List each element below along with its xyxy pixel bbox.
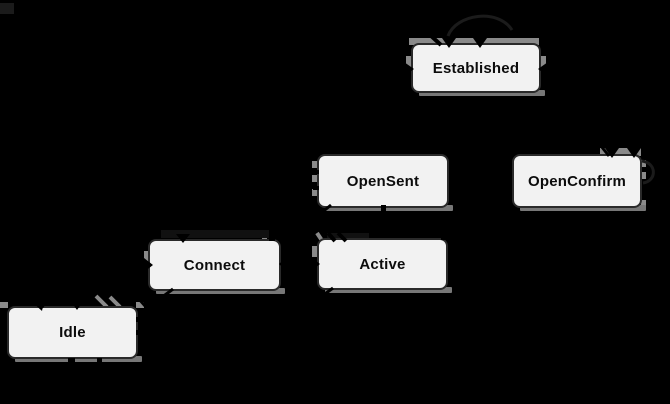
state-box-active: [317, 238, 448, 290]
arrowhead-into-openconfirm-top-1: [605, 148, 619, 158]
arrowhead-into-established-top-2: [473, 38, 487, 48]
faint-corner-blot: [0, 3, 14, 14]
arrow-slash-openconfirm-top: [599, 145, 611, 157]
arrow-shadow-opensent-left-2: [312, 175, 318, 182]
arrow-tick-idle-bottom-1: [68, 358, 75, 363]
arrow-notch-opensent-bottom: [381, 205, 386, 212]
arrow-shadow-band-openconfirm-top: [600, 148, 641, 156]
arrowhead-into-active-left: [311, 257, 320, 271]
arrow-shadow-openconfirm-right-2: [641, 172, 646, 179]
state-box-connect: [148, 239, 281, 291]
arrowhead-into-established-top-1: [442, 38, 456, 48]
arrow-tick-idle-right-2: [136, 330, 142, 335]
arrow-shadow-established-left: [406, 56, 412, 70]
arrow-diag-active-bottom: [317, 286, 334, 301]
arrow-shadow-openconfirm-right-1: [641, 160, 646, 167]
faint-band-opensent-active-gap: [327, 233, 369, 240]
arrow-shadow-opensent-left-3: [312, 189, 318, 196]
arrow-shadow-established-right: [541, 56, 546, 70]
arrow-tick-idle-bottom-2: [97, 358, 102, 363]
arrow-tick-connect-top: [269, 235, 275, 241]
arrowhead-fragments-layer: [29, 32, 641, 363]
state-boxes-layer: [7, 43, 646, 362]
arrow-tick-idle-right-1: [136, 317, 142, 322]
arrow-shadow-opensent-left-1: [312, 161, 318, 168]
state-box-established: [411, 43, 541, 93]
arrow-slash-idle-top: [29, 294, 45, 310]
state-box-opensent: [317, 154, 449, 208]
arrow-slash-active-top-2: [336, 231, 348, 243]
arrow-diag-connect-bottom: [156, 287, 174, 303]
faint-band-connect-top: [161, 230, 269, 238]
arrowhead-into-connect-top: [176, 234, 190, 243]
arrowhead-into-openconfirm-top-2: [627, 148, 641, 158]
arrow-notch-active-top: [441, 235, 447, 240]
arrow-slash-idle-corner-right: [136, 297, 148, 308]
faint-selfloop-openconfirm: [641, 159, 655, 185]
arrowhead-into-connect-left: [144, 258, 153, 272]
arrow-tick-opensent-left-1: [313, 170, 319, 174]
arrow-shadow-openconfirm-corner: [641, 200, 646, 207]
arrow-diag-opensent-bottom: [314, 203, 332, 220]
arrow-shadow-idle-corner-left: [0, 302, 8, 308]
state-box-idle: [7, 306, 138, 359]
arrow-shadow-connect-left: [144, 251, 150, 261]
arrow-slash-active-top-1: [326, 231, 337, 243]
arrow-shadow-idle-top-slash-2: [108, 295, 122, 309]
arrowhead-into-established-left: [404, 62, 414, 76]
arrowhead-into-connect-right: [279, 257, 287, 271]
arrow-shadow-idle-top-slash-1: [94, 294, 109, 309]
arrow-tick-opensent-left-2: [313, 186, 319, 190]
arrow-shadow-idle-corner-right: [136, 302, 144, 308]
arrow-shadow-active-left: [312, 246, 318, 257]
arrowhead-into-idle-top-2: [70, 300, 84, 310]
state-box-openconfirm: [512, 154, 642, 208]
faint-selfloop-established: [446, 14, 514, 37]
arrowhead-into-established-right: [538, 62, 548, 76]
arrow-slash-established-top: [427, 32, 443, 47]
arrow-shadow-band-established-top: [409, 38, 539, 45]
